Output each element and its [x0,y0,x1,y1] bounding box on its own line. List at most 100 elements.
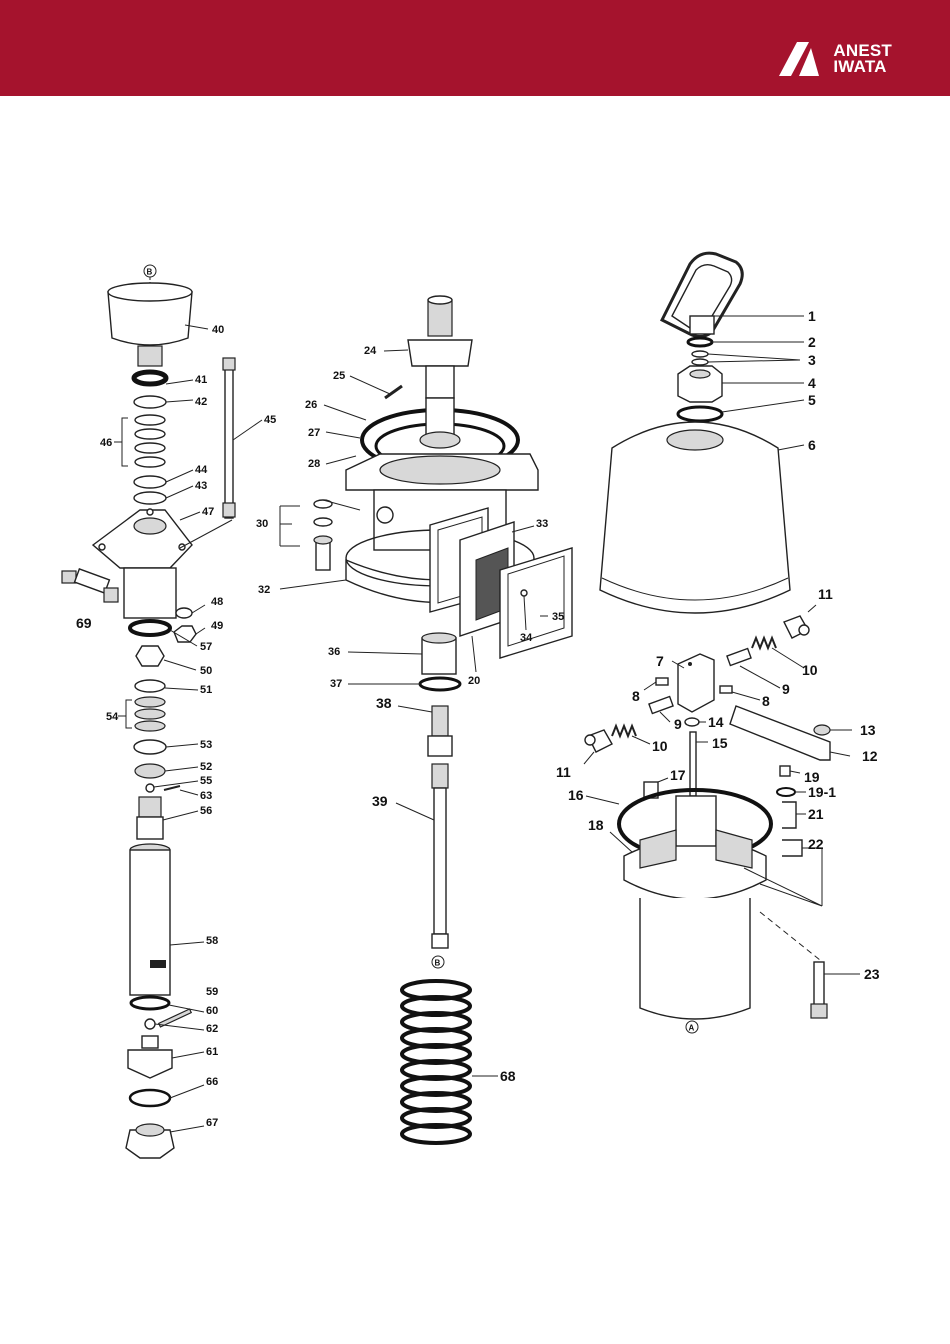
part-56-valve-body [137,797,163,839]
callout-35: 35 [552,611,564,623]
callout-7: 7 [656,653,664,669]
callout-53: 53 [200,739,212,751]
callout-68: 68 [500,1068,516,1084]
callout-11-left: 11 [556,764,571,780]
callout-43: 43 [195,480,207,492]
part-7-valve-block [678,654,714,712]
part-38-rod-end [428,706,452,756]
part-50-lock-nut [136,646,164,666]
part-45-tie-rod [223,358,235,518]
callout-54: 54 [106,711,119,723]
part-9-spool-left [649,697,673,714]
part-28-seal [420,432,460,448]
callout-56: 56 [200,805,212,817]
callout-8-right: 8 [762,693,770,709]
callout-3: 3 [808,352,816,368]
part-53-spacer [134,740,166,754]
part-15-valve-rod [690,732,696,796]
callout-27: 27 [308,427,320,439]
callout-1: 1 [808,308,816,324]
callout-62: 62 [206,1023,218,1035]
callout-34: 34 [520,632,533,644]
part-36-bushing [422,633,456,674]
callout-8-left: 8 [632,688,640,704]
callout-47: 47 [202,506,214,518]
part-59-o-ring [131,997,169,1009]
callout-55: 55 [200,775,212,787]
part-1-handle [662,253,742,336]
part-37-seal [420,678,460,690]
part-18-air-cylinder [624,796,766,1019]
left-labels: 40 41 42 46 44 43 45 47 69 48 49 57 50 5… [76,324,276,1129]
callout-45: 45 [264,414,276,426]
part-34-screw [521,590,527,596]
part-8-plug-left [656,678,668,685]
part-61-foot-valve [128,1036,172,1078]
part-42-washer [134,396,166,408]
part-57-o-ring [130,621,170,635]
part-46-packings [135,415,165,467]
callout-5: 5 [808,392,816,408]
part-39-lower-rod [432,764,448,948]
part-11-nipple-left [585,730,612,752]
callout-6: 6 [808,437,816,453]
callout-22: 22 [808,836,824,852]
part-23-bolt [811,962,827,1018]
callout-16: 16 [568,787,584,803]
part-69-nipple [62,569,118,602]
callout-19: 19 [804,769,820,785]
callout-52: 52 [200,761,212,773]
ref-marker-b-top-label: B [147,268,153,277]
callout-17: 17 [670,767,686,783]
left-assembly: B [62,265,262,1158]
callout-24: 24 [364,345,377,357]
part-2-o-ring [688,338,712,346]
part-60-ball [145,1019,155,1029]
callout-20: 20 [468,675,480,687]
part-9-spool-right [727,649,751,666]
part-8-plug-right [720,686,732,693]
callout-19-1: 19-1 [808,784,836,800]
callout-10-left: 10 [652,738,668,754]
callout-67: 67 [206,1117,218,1129]
callout-13: 13 [860,722,876,738]
callout-18: 18 [588,817,604,833]
callout-11-right: 11 [818,586,833,602]
callout-21: 21 [808,806,824,822]
callout-30: 30 [256,518,268,530]
callout-2: 2 [808,334,816,350]
part-3-washer-a [692,351,708,357]
part-22-bracket [782,840,802,856]
callout-51: 51 [200,684,212,696]
callout-41: 41 [195,374,207,386]
part-24-piston-rod [408,296,472,398]
part-68-spring [402,981,470,1143]
callout-57: 57 [200,641,212,653]
part-19-screw [780,766,790,776]
part-10-spring-right [752,638,776,648]
part-19-1-washer [777,788,795,796]
part-67-strainer [126,1124,174,1158]
callout-48: 48 [211,596,223,608]
callout-69: 69 [76,615,92,631]
part-43-ring [134,492,166,504]
callout-59: 59 [206,986,218,998]
callout-60: 60 [206,1005,218,1017]
callout-25: 25 [333,370,345,382]
callout-28: 28 [308,458,320,470]
part-66-gasket [130,1090,170,1106]
part-10-spring-left [612,726,636,736]
part-48-washer [176,608,192,618]
center-assembly: B [280,296,572,1143]
callout-42: 42 [195,396,207,408]
part-58-cylinder [130,844,170,995]
part-6-motor-cover [600,422,790,613]
callout-36: 36 [328,646,340,658]
callout-33: 33 [536,518,548,530]
callout-23: 23 [864,966,880,982]
callout-9-right: 9 [782,681,790,697]
part-44-ring [134,476,166,488]
callout-44: 44 [195,464,208,476]
callout-66: 66 [206,1076,218,1088]
